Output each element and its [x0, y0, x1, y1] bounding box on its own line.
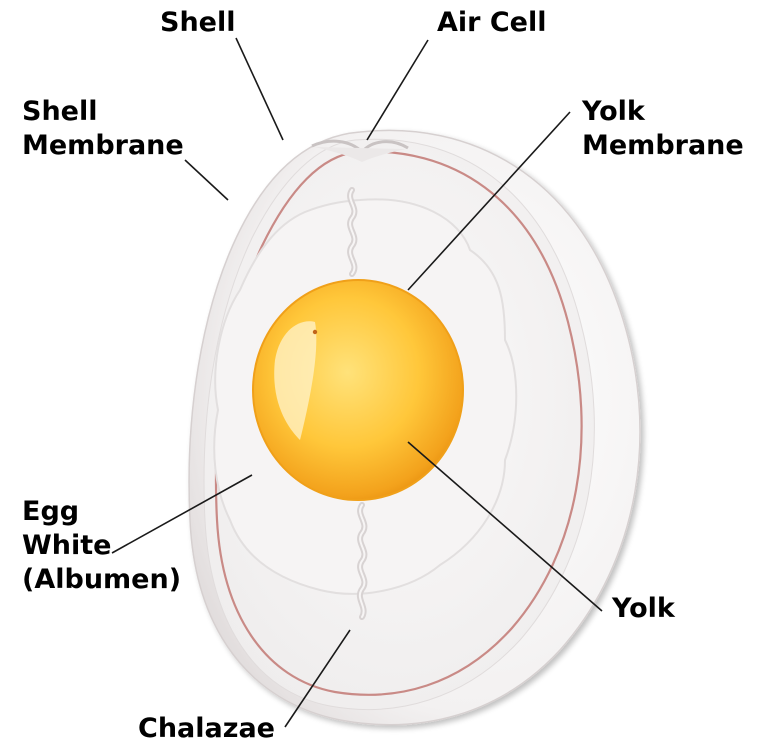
label-shell-membrane-line1: Shell	[22, 95, 184, 129]
label-egg-white-line1: Egg	[22, 495, 181, 529]
label-egg-white-line3: (Albumen)	[22, 563, 181, 597]
label-egg-white-line2: White	[22, 529, 181, 563]
leader-shell-membrane	[185, 160, 228, 200]
label-egg-white: Egg White (Albumen)	[22, 495, 181, 597]
leader-shell	[236, 38, 283, 140]
label-yolk-membrane-line1: Yolk	[582, 95, 744, 129]
label-chalazae: Chalazae	[138, 712, 275, 746]
label-shell: Shell	[160, 6, 236, 40]
label-air-cell: Air Cell	[437, 6, 547, 40]
label-shell-membrane: Shell Membrane	[22, 95, 184, 163]
label-shell-membrane-line2: Membrane	[22, 129, 184, 163]
label-yolk-membrane-line2: Membrane	[582, 129, 744, 163]
leader-air-cell	[367, 40, 428, 140]
label-yolk-membrane: Yolk Membrane	[582, 95, 744, 163]
label-yolk: Yolk	[612, 592, 675, 626]
